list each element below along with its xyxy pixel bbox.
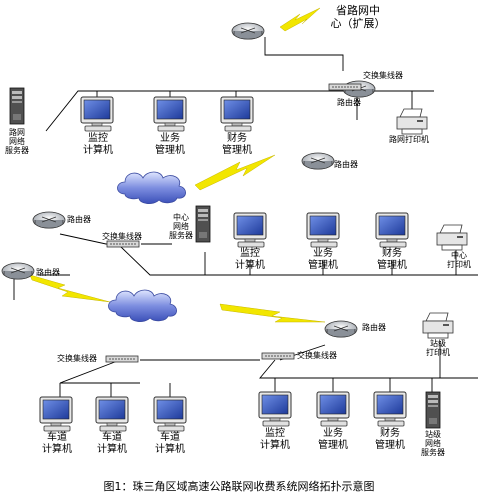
net-business-pc-icon [153, 96, 187, 132]
center-printer-icon [436, 224, 468, 251]
station-business-pc-label: 业务 管理机 [318, 428, 348, 451]
station-router-icon [324, 320, 358, 338]
lane-switch-label: 交换集线器 [57, 354, 97, 363]
center-business-pc-icon [306, 212, 340, 248]
provincial-router-icon [231, 22, 265, 40]
center-router-icon [32, 211, 66, 229]
center-finance-pc-label: 财务 管理机 [377, 248, 407, 271]
figure-caption: 图1：珠三角区域高速公路联网收费系统网络拓扑示意图 [103, 480, 375, 493]
center-switch-icon [106, 240, 140, 248]
wan-link-center [194, 154, 276, 191]
station-finance-pc-label: 财务 管理机 [375, 428, 405, 451]
net-router-label: 路由器 [337, 98, 361, 107]
wan-link-provincial [279, 7, 321, 32]
center-monitor-pc-label: 监控 计算机 [235, 248, 265, 271]
wan-link-lower-right [219, 303, 326, 323]
station-switch-icon [261, 352, 295, 360]
center-router-label: 路由器 [67, 215, 91, 224]
station-finance-pc-icon [373, 391, 407, 427]
station-monitor-pc-label: 监控 计算机 [260, 428, 290, 451]
net-finance-pc-label: 财务 管理机 [222, 133, 252, 156]
center-switch-label: 交换集线器 [102, 232, 142, 241]
lane-pc-2-label: 车道 计算机 [97, 432, 127, 455]
station-printer-icon [422, 312, 454, 339]
net-printer-icon [396, 108, 428, 135]
net-switch-icon [328, 83, 362, 91]
station-server-label: 站级 网络 服务器 [421, 430, 445, 457]
center-router-2-icon [1, 262, 35, 280]
lane-pc-1-icon [39, 396, 73, 432]
center-server-label: 中心 网络 服务器 [169, 213, 193, 240]
net-finance-pc-icon [220, 96, 254, 132]
net-server-label: 路网 网络 服务器 [5, 128, 29, 155]
net-upper-router-icon [301, 152, 335, 170]
center-finance-pc-icon [375, 212, 409, 248]
lane-pc-3-label: 车道 计算机 [155, 432, 185, 455]
net-server-icon [9, 87, 25, 125]
station-server-icon [425, 391, 441, 429]
wan-link-lower-left [29, 274, 111, 303]
net-monitor-pc-icon [80, 96, 114, 132]
net-printer-label: 路网打印机 [389, 135, 429, 144]
provincial-center-label: 省路网中 心（扩展） [330, 4, 386, 30]
center-business-pc-label: 业务 管理机 [308, 248, 338, 271]
net-switch-label: 交换集线器 [363, 71, 403, 80]
station-router-label: 路由器 [362, 323, 386, 332]
center-printer-label: 中心 打印机 [447, 251, 471, 269]
wan-cloud-lower [108, 289, 177, 323]
center-router-2-label: 路由器 [36, 268, 60, 277]
center-monitor-pc-icon [233, 212, 267, 248]
lane-pc-1-label: 车道 计算机 [42, 432, 72, 455]
station-business-pc-icon [316, 391, 350, 427]
net-upper-router-label: 路由器 [334, 160, 358, 169]
station-printer-label: 站级 打印机 [426, 339, 450, 357]
station-switch-label: 交换集线器 [297, 351, 337, 360]
lane-pc-3-icon [153, 396, 187, 432]
net-monitor-pc-label: 监控 计算机 [83, 133, 113, 156]
lane-pc-2-icon [95, 396, 129, 432]
station-monitor-pc-icon [258, 391, 292, 427]
center-server-icon [195, 205, 211, 243]
wan-cloud-upper [117, 171, 186, 205]
lightning-bolts [29, 7, 326, 323]
net-business-pc-label: 业务 管理机 [155, 133, 185, 156]
